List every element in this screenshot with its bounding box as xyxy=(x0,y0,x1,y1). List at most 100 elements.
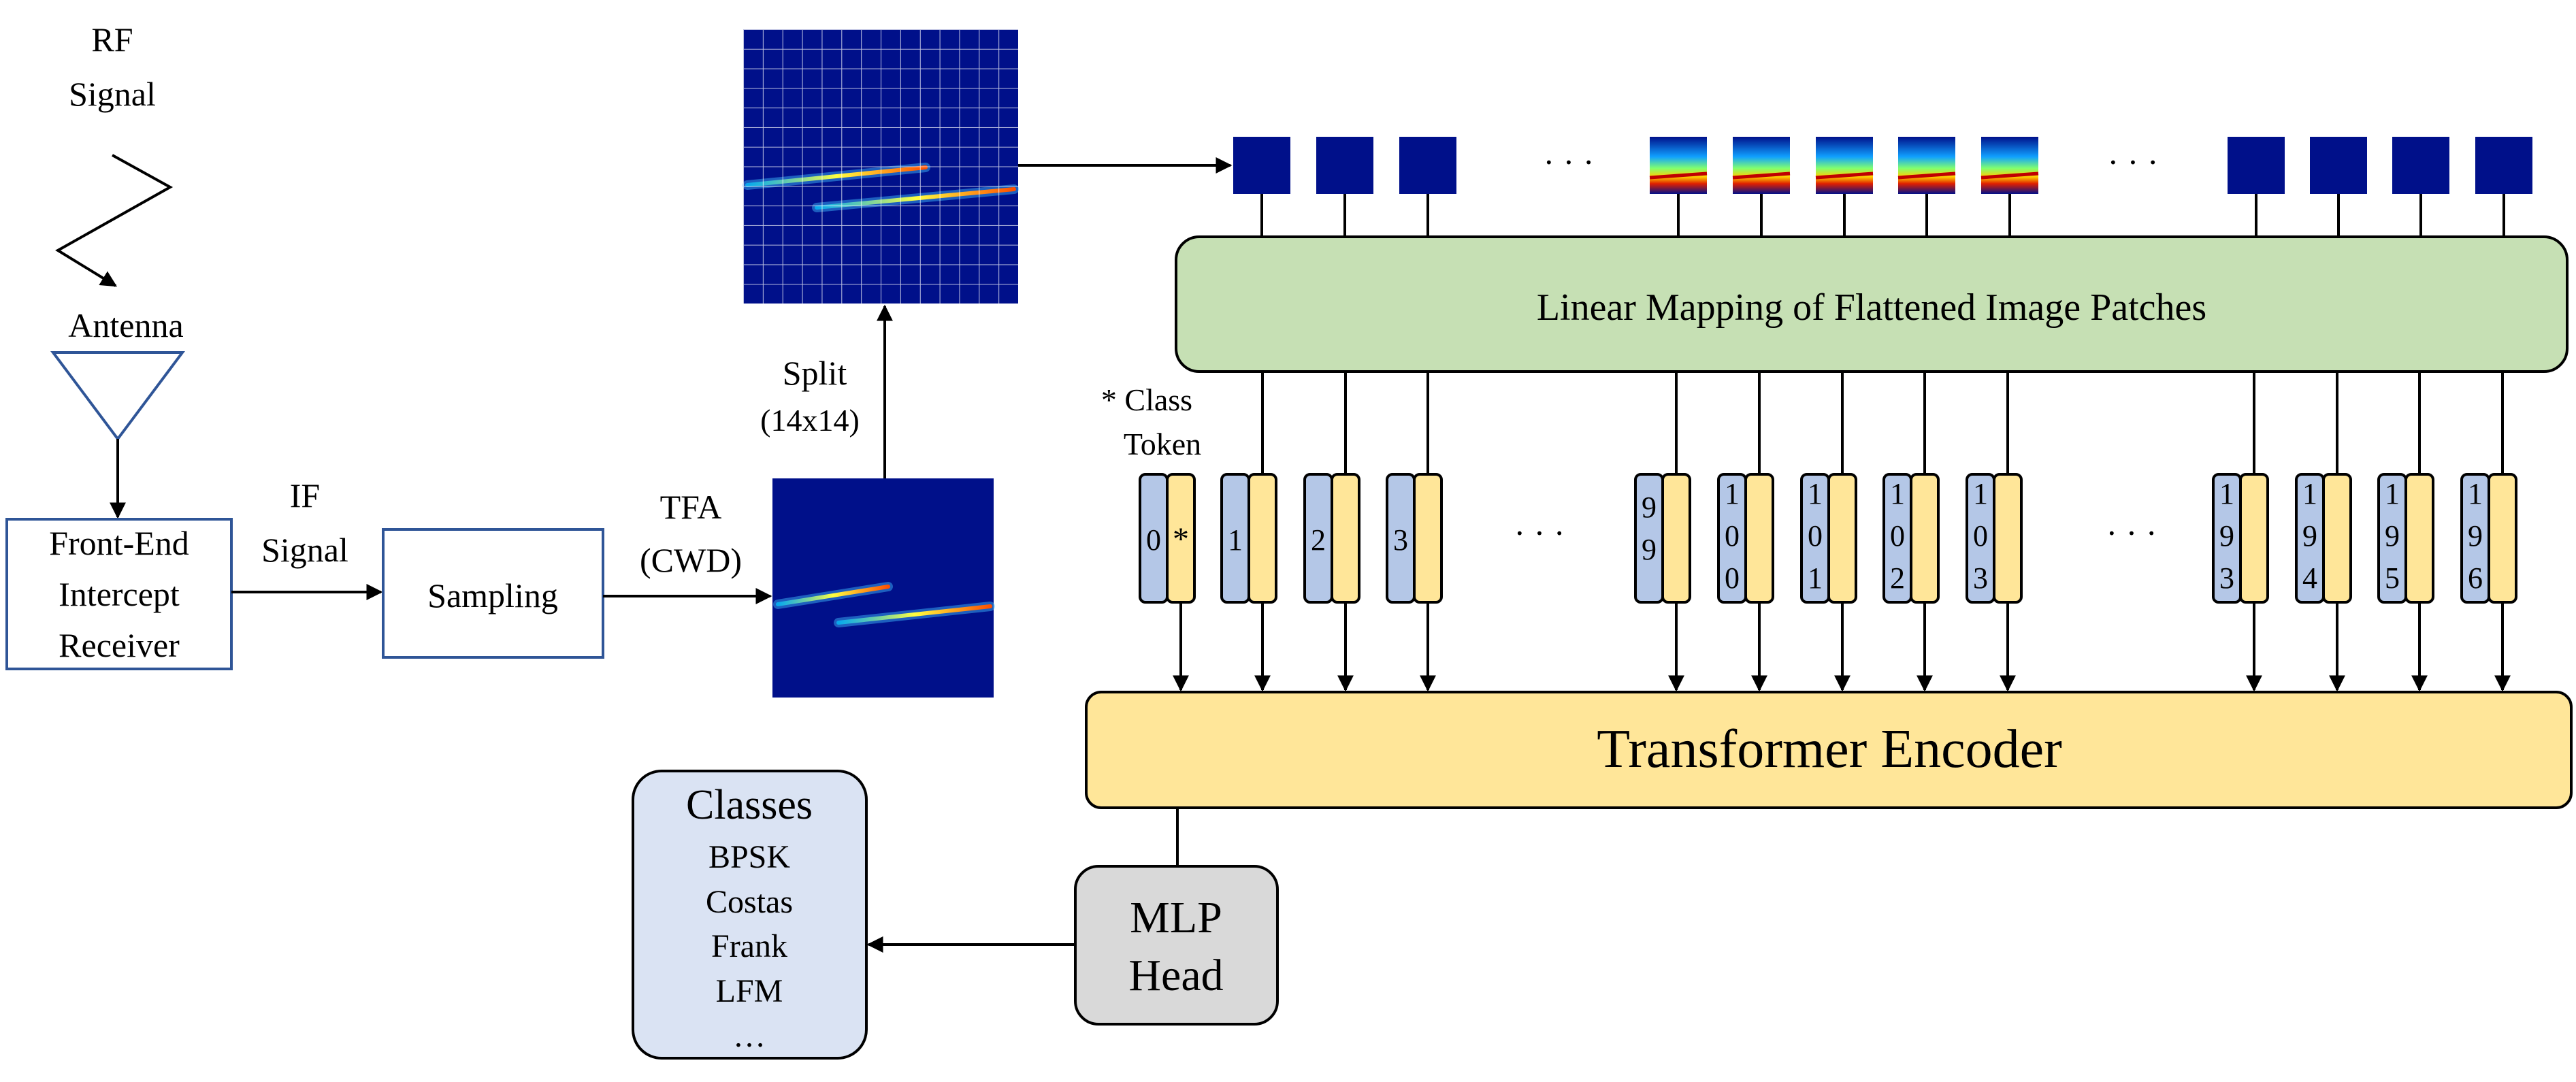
rf-signal-line1: RF xyxy=(91,20,133,59)
class-token-label-line1: * Class xyxy=(1101,382,1192,417)
position-digit: 1 xyxy=(1808,477,1823,510)
position-digit: 1 xyxy=(2302,477,2317,510)
position-digit: 0 xyxy=(1725,561,1740,595)
position-digit: 0 xyxy=(1146,523,1161,557)
blank-patch xyxy=(2310,137,2367,194)
position-digit: 1 xyxy=(1228,523,1243,557)
classes-box xyxy=(632,770,868,1060)
position-digit: 9 xyxy=(2219,519,2234,553)
blank-patch xyxy=(2475,137,2532,194)
position-digit: 2 xyxy=(1890,561,1905,595)
position-digit: 3 xyxy=(1393,523,1408,557)
sampling-label: Sampling xyxy=(427,576,558,614)
patch-streak xyxy=(1732,171,1791,180)
patch-embedding xyxy=(1744,473,1774,604)
blank-patch xyxy=(1316,137,1373,194)
token-to-encoder-arrows xyxy=(1173,602,2511,692)
patch-embedding xyxy=(2322,473,2352,604)
token-ellipsis: · · · xyxy=(2106,514,2157,552)
embedded-token: 100 xyxy=(1717,473,1774,604)
patch-streak xyxy=(1897,171,1956,180)
position-digit: 9 xyxy=(2302,519,2317,553)
patch-streak xyxy=(1980,171,2039,180)
patch-connectors xyxy=(1260,194,2505,237)
patch-fill xyxy=(2228,137,2285,194)
linear-mapping-box xyxy=(1175,235,2569,373)
position-digit: 9 xyxy=(2468,519,2483,553)
position-digit: 4 xyxy=(2302,561,2317,595)
mapping-connectors xyxy=(1261,372,2504,474)
receiver-label-line1: Front-End xyxy=(49,524,189,562)
embedded-token: 1 9 4 xyxy=(2295,473,2352,604)
tfa-label-line1: TFA xyxy=(660,488,722,526)
split-spectrogram-image xyxy=(743,29,1019,304)
position-digit: 3 xyxy=(2219,561,2234,595)
patch-embedding xyxy=(1661,473,1691,604)
patch-fill xyxy=(1898,137,1955,194)
class-token-label-line2: Token xyxy=(1124,427,1201,461)
patch-streak xyxy=(1815,171,1874,180)
split-label-line1: Split xyxy=(783,354,847,392)
receiver-label-line3: Receiver xyxy=(59,626,180,664)
if-signal-line1: IF xyxy=(290,476,320,514)
class-token-star: * xyxy=(1173,521,1189,557)
patch-embedding xyxy=(2404,473,2434,604)
embedded-token: 1 xyxy=(1220,473,1277,604)
antenna-icon xyxy=(50,351,185,442)
mlp-head-box xyxy=(1074,865,1279,1026)
position-digit: 1 xyxy=(2219,477,2234,510)
patch-embedding xyxy=(1910,473,1940,604)
receiver-label-line2: Intercept xyxy=(59,575,180,613)
classes-title: Classes xyxy=(686,782,813,828)
signal-patch xyxy=(1897,137,1956,194)
position-digit: 5 xyxy=(2385,561,2400,595)
transformer-encoder-box xyxy=(1085,691,2573,809)
patch-embedding xyxy=(1331,473,1360,604)
embedded-token: 99 xyxy=(1634,473,1691,604)
position-digit: 0 xyxy=(1890,519,1905,553)
embedded-token: 1 9 3 xyxy=(2212,473,2269,604)
position-digit: 6 xyxy=(2468,561,2483,595)
class-item-costas: Costas xyxy=(706,884,793,920)
patch-embedding xyxy=(1248,473,1277,604)
signal-patch xyxy=(1815,137,1874,194)
front-end-receiver-box xyxy=(5,518,233,670)
position-digit: 1 xyxy=(2385,477,2400,510)
antenna-label: Antenna xyxy=(68,306,183,344)
embedded-token: 195 xyxy=(2377,473,2434,604)
class-item-lfm: LFM xyxy=(716,973,783,1009)
position-digit: 3 xyxy=(1973,561,1988,595)
patch-embedding xyxy=(2488,473,2517,604)
embedded-token: 103 xyxy=(1966,473,2023,604)
patch-streak xyxy=(1649,171,1708,180)
patch-fill xyxy=(2392,137,2449,194)
if-signal-line2: Signal xyxy=(261,531,348,569)
patch-fill xyxy=(1816,137,1873,194)
embedded-token: 1 0 2 xyxy=(1882,473,1940,604)
patch-fill xyxy=(1733,137,1790,194)
blank-patch xyxy=(2392,137,2449,194)
embedded-token: 2 xyxy=(1303,473,1360,604)
position-digit: 1 xyxy=(1890,477,1905,510)
image-patches-row: · · ·· · · xyxy=(1233,137,2532,194)
position-digit: 2 xyxy=(1311,523,1326,557)
patch-embedding xyxy=(1413,473,1443,604)
tfa-label-line2: (CWD) xyxy=(640,541,742,579)
blank-patch xyxy=(2228,137,2285,194)
rf-signal-label: RF Signal xyxy=(69,20,156,113)
class-item-frank: Frank xyxy=(711,928,787,964)
position-digit: 1 xyxy=(1725,477,1740,510)
signal-patch xyxy=(1980,137,2039,194)
patch-fill xyxy=(1981,137,2038,194)
embedded-token: 196 xyxy=(2460,473,2517,604)
rf-signal-line2: Signal xyxy=(69,75,156,113)
blank-patch xyxy=(1399,137,1456,194)
signal-patch xyxy=(1649,137,1708,194)
patch-ellipsis: · · · xyxy=(2108,143,2159,181)
position-digit: 1 xyxy=(1973,477,1988,510)
cwd-spectrogram-image xyxy=(772,478,995,698)
patch-fill xyxy=(1233,137,1290,194)
patch-fill xyxy=(1650,137,1707,194)
